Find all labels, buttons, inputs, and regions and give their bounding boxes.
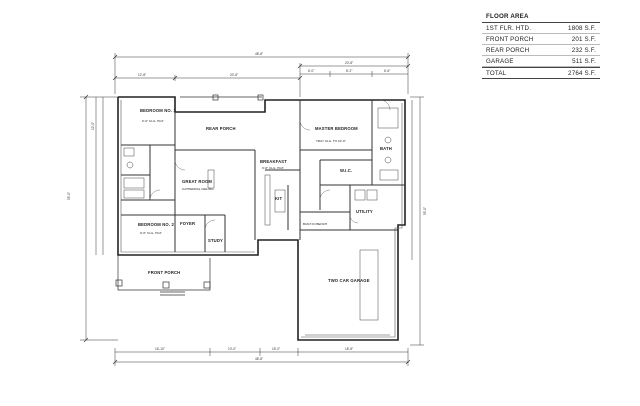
interior-walls xyxy=(121,100,405,252)
dim-top-right-b: 8'-2" xyxy=(346,69,352,73)
label-wic: W.I.C. xyxy=(340,168,352,173)
exterior-walls-inner xyxy=(120,100,403,338)
label-study: STUDY xyxy=(208,238,223,243)
dim-overall-top: 48'-8" xyxy=(255,52,263,56)
area-value: 2764 S.F. xyxy=(568,69,596,77)
label-bedroom-3: BEDROOM NO. 3 xyxy=(140,108,176,113)
dim-bottom-c: 15'-0" xyxy=(272,347,280,351)
area-label: GARAGE xyxy=(486,57,514,65)
floor-area-title: FLOOR AREA xyxy=(482,12,600,23)
dim-top-left-b: 20'-8" xyxy=(230,73,238,77)
label-ceiling-bedroom-3: 9'-0" CLG. HGT. xyxy=(142,119,164,123)
exterior-walls xyxy=(117,96,406,341)
dim-bottom-a: 16'-10" xyxy=(155,347,165,351)
label-foyer: FOYER xyxy=(180,221,195,226)
dim-top-right-a: 6'-0" xyxy=(308,69,314,73)
area-value: 1808 S.F. xyxy=(568,24,596,32)
area-value: 201 S.F. xyxy=(571,35,596,43)
area-value: 511 S.F. xyxy=(572,57,596,65)
label-great-room-ceiling: CATHEDRAL CEILING xyxy=(182,187,214,191)
dim-top-left-a: 12'-8" xyxy=(138,73,146,77)
dimension-ticks xyxy=(83,54,411,365)
fixtures xyxy=(123,107,399,336)
label-master-ceiling: TRAY CLG. TO 10'-0" xyxy=(316,139,346,143)
area-value: 232 S.F. xyxy=(571,46,596,54)
label-kitchen: KIT xyxy=(275,196,282,201)
label-breakfast-ceiling: 9'-0" CLG. HGT. xyxy=(262,166,284,170)
label-utility: UTILITY xyxy=(356,209,373,214)
area-row-total: TOTAL 2764 S.F. xyxy=(482,67,600,79)
dim-top-right: 20'-8" xyxy=(345,61,353,65)
door-swings xyxy=(149,99,391,231)
label-bath: BATH xyxy=(380,146,392,151)
area-row-garage: GARAGE 511 S.F. xyxy=(482,56,600,67)
dim-top-right-c: 6'-6" xyxy=(384,69,390,73)
area-label: 1ST FLR. HTD. xyxy=(486,24,532,32)
label-front-porch: FRONT PORCH xyxy=(148,270,180,275)
dim-left-overall: 55'-0" xyxy=(67,192,71,200)
label-built-in: BUILT-IN BENCH xyxy=(303,222,327,226)
label-ceiling-bedroom-2: 9'-0" CLG. HGT. xyxy=(140,231,162,235)
floor-area-table: FLOOR AREA 1ST FLR. HTD. 1808 S.F. FRONT… xyxy=(482,12,600,79)
area-row-heated: 1ST FLR. HTD. 1808 S.F. xyxy=(482,23,600,34)
dim-bottom-d: 18'-8" xyxy=(345,347,353,351)
area-label: REAR PORCH xyxy=(486,46,530,54)
area-row-rear-porch: REAR PORCH 232 S.F. xyxy=(482,45,600,56)
label-master-bedroom: MASTER BEDROOM xyxy=(315,126,358,131)
front-porch xyxy=(115,255,211,296)
dim-overall-bottom: 48'-8" xyxy=(255,357,263,361)
dim-left-a: 12'-0" xyxy=(91,122,95,130)
label-bedroom-2: BEDROOM NO. 2 xyxy=(138,222,174,227)
label-great-room: GREAT ROOM xyxy=(182,179,212,184)
area-label: TOTAL xyxy=(486,69,507,77)
dim-bottom-b: 10'-0" xyxy=(228,347,236,351)
dim-right-overall: 55'-0" xyxy=(423,207,427,215)
rear-porch xyxy=(180,94,264,101)
label-breakfast: BREAKFAST xyxy=(260,159,287,164)
label-rear-porch: REAR PORCH xyxy=(206,126,236,131)
area-label: FRONT PORCH xyxy=(486,35,534,43)
area-row-front-porch: FRONT PORCH 201 S.F. xyxy=(482,34,600,45)
label-garage: TWO CAR GARAGE xyxy=(328,278,370,283)
